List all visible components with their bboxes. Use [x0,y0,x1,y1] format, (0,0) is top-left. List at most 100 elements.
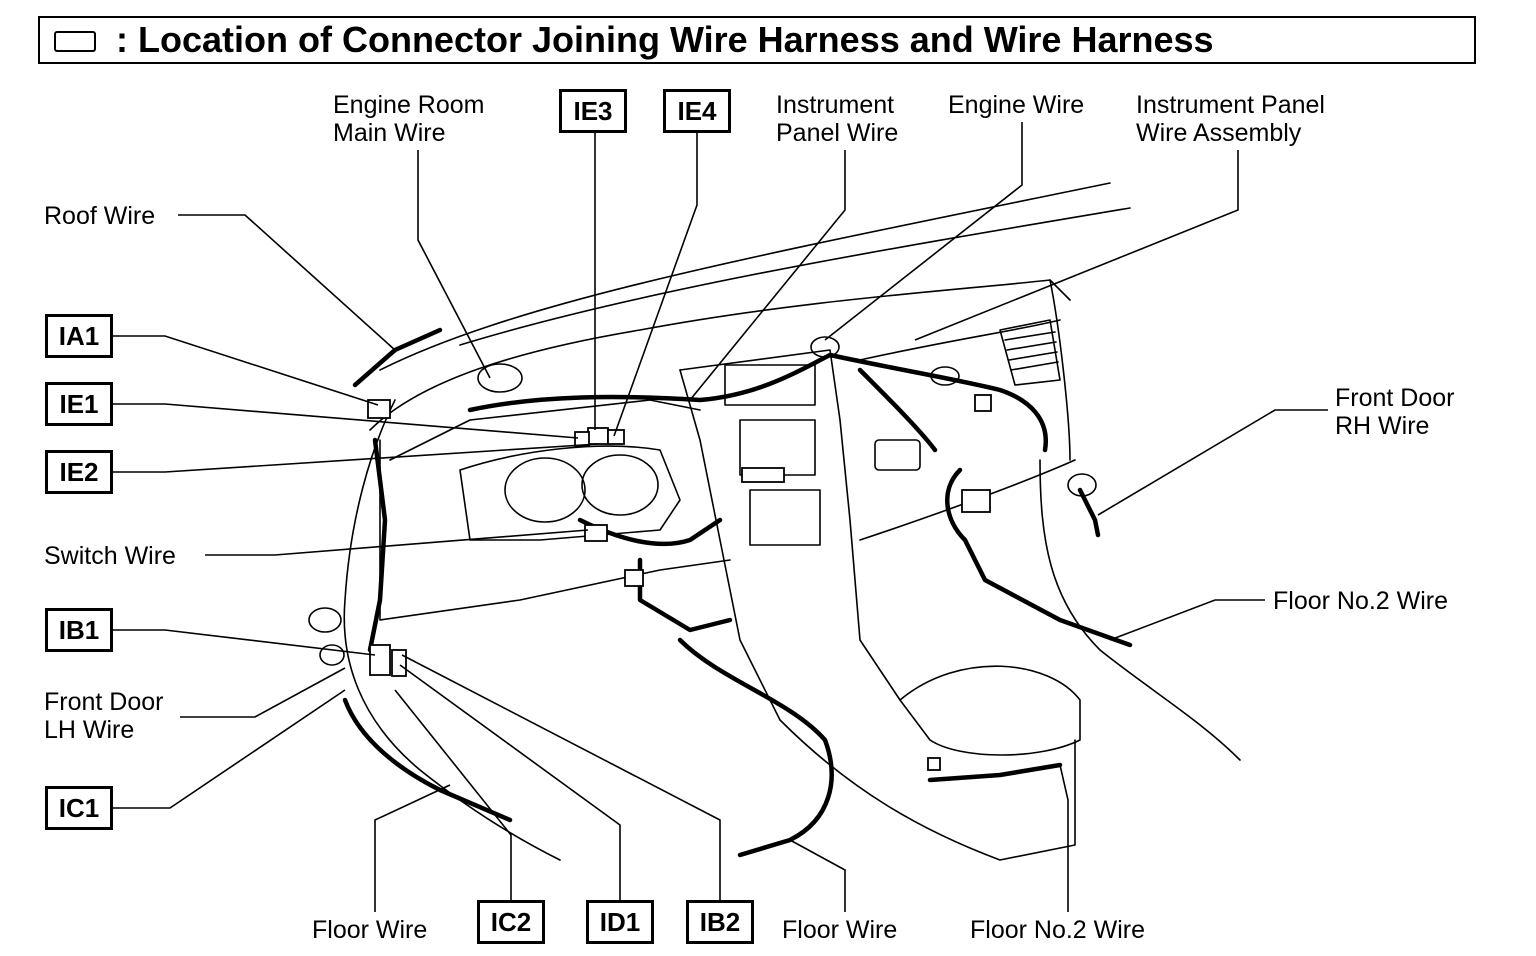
grommet-engine-room [477,363,523,393]
title-box: : Location of Connector Joining Wire Har… [38,16,1476,64]
glovebox-latch [874,439,921,471]
leader-ia1 [113,335,379,406]
leader-ie1 [113,403,579,439]
ip-assy-branch [857,367,938,453]
connector-code-ie4: IE4 [663,89,731,133]
label-line: Front Door [44,688,164,716]
leader-floor-wire-left [374,784,451,912]
leader-ie2 [113,443,599,473]
leader-instrument-panel [689,150,846,401]
label-engine-wire: Engine Wire [948,91,1085,119]
label-line: Front Door [1335,384,1455,412]
lower-center-harness [637,557,733,633]
leader-front-door-rh [1097,409,1328,516]
label-line: Instrument Panel [1136,91,1325,119]
connector-block-lower [624,569,644,587]
cluster-hood [389,399,701,461]
connector-block-ib2 [391,649,407,677]
leader-engine-room [417,150,491,379]
right-dash-line [859,319,1061,361]
connector-code-id1: ID1 [586,900,654,944]
gauge-right [581,454,659,516]
right-floor-edge [1039,459,1241,761]
dash-right-edge [1049,279,1071,461]
leader-ic2 [394,689,512,900]
label-floor-no2-wire-bottom: Floor No.2 Wire [970,916,1146,944]
label-line: Instrument [776,91,895,119]
grommet-left-lower [319,644,345,666]
left-pillar-harness [367,437,388,653]
center-stack-left-edge [679,369,781,721]
connector-symbol-icon [54,31,96,52]
label-line: Wire Assembly [1136,119,1302,147]
center-vent [724,364,816,406]
label-floor-wire-left: Floor Wire [312,916,428,944]
leader-front-door-lh [180,667,346,718]
connector-block-ib1 [369,644,391,676]
floor-wire-left-harness [342,697,513,823]
dash-top-outline [369,279,1071,431]
connector-block-ip [974,394,992,412]
gauge-cluster [459,445,681,541]
console-armrest [899,665,1081,756]
connector-code-ic2: IC2 [477,900,545,944]
label-line: LH Wire [44,716,135,744]
leader-engine-wire [824,122,1023,341]
label-front-door-lh-wire: Front Door LH Wire [44,688,163,744]
grommet-left-upper [308,607,342,633]
label-line: Main Wire [333,119,446,147]
center-stack-right-edge [679,349,901,701]
right-vent [999,319,1061,386]
label-line: RH Wire [1335,412,1430,440]
label-floor-no2-wire-right: Floor No.2 Wire [1273,587,1449,615]
connector-block-ie1 [574,431,590,447]
windshield-inner-line [459,207,1131,346]
leader-id1 [399,664,621,900]
floor-wire-center-harness [677,637,834,858]
leader-switch-wire [205,529,589,556]
climate-panel [749,489,821,546]
lower-dash-left [379,439,731,621]
windshield-line [379,182,1111,371]
connector-block-ie3 [587,427,609,445]
connector-code-ie2: IE2 [45,450,113,494]
connector-code-ie1: IE1 [45,382,113,426]
connector-code-ib1: IB1 [45,608,113,652]
gauge-left [504,457,586,523]
connector-block-switch [584,524,608,542]
label-line: Panel Wire [776,119,899,147]
label-front-door-rh-wire: Front Door RH Wire [1335,384,1454,440]
leader-floor-wire-center [789,839,846,912]
console-lower [779,719,1076,861]
leader-ib1 [113,629,376,656]
label-line: Engine Room [333,91,485,119]
label-switch-wire: Switch Wire [44,542,176,570]
leader-floor-no2-bottom [1059,764,1069,912]
left-door-edge [343,399,561,861]
connector-code-ic1: IC1 [45,786,113,830]
connector-code-ie3: IE3 [559,89,627,133]
dash-right-harness [827,352,1049,453]
leader-ie4 [613,133,698,437]
label-instrument-panel-wire-assembly: Instrument Panel Wire Assembly [1136,91,1325,147]
right-vent-louvers [1004,331,1059,371]
label-roof-wire: Roof Wire [44,202,156,230]
floor-no2-harness [945,467,1133,648]
audio-panel [739,419,816,476]
floor-no2-bottom-harness [927,762,1063,783]
leader-roof-wire [178,214,396,351]
label-engine-room-main-wire: Engine Room Main Wire [333,91,484,147]
connector-block-center [741,467,785,483]
dash-main-harness [467,352,833,413]
front-door-rh-harness [1077,487,1101,538]
label-instrument-panel-wire: Instrument Panel Wire [776,91,898,147]
leader-ic1 [113,689,346,809]
roof-wire-harness [352,327,443,388]
connector-code-ia1: IA1 [45,314,113,358]
connector-block-floor2 [927,757,941,771]
leader-floor-no2-right [1109,599,1265,641]
label-floor-wire-center: Floor Wire [782,916,898,944]
connector-block-rh [961,489,991,513]
